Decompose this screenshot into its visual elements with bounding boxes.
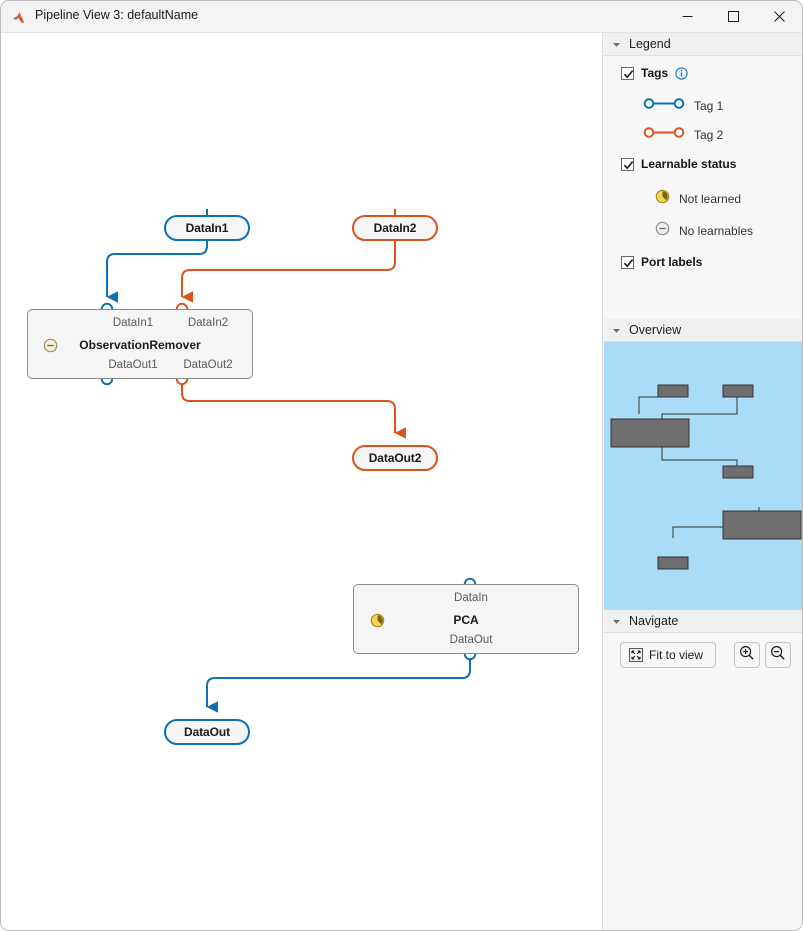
node-dataout-pill[interactable]: DataOut — [164, 719, 250, 745]
chevron-down-icon[interactable] — [612, 40, 621, 49]
port-label-dataout1: DataOut1 — [108, 359, 158, 371]
navigate-body: Fit to view — [603, 633, 802, 693]
chevron-down-icon[interactable] — [612, 617, 621, 626]
not-learned-icon — [655, 189, 670, 209]
edge-pca-to-dataout — [206, 654, 471, 713]
port-label-dataout2: DataOut2 — [183, 359, 233, 371]
legend-body: Tags Tag 1 — [603, 56, 802, 341]
node-datain1-pill[interactable]: DataIn1 — [164, 215, 250, 241]
close-button[interactable] — [756, 1, 802, 32]
not-learned-label: Not learned — [679, 192, 742, 206]
port-label-pca-dataout: DataOut — [449, 634, 493, 646]
node-label: DataIn2 — [373, 221, 417, 235]
node-label: DataOut2 — [368, 451, 422, 465]
zoom-out-button[interactable] — [765, 642, 791, 668]
info-icon[interactable] — [675, 66, 688, 80]
legend-port-labels-checkbox-row[interactable]: Port labels — [621, 255, 702, 269]
fit-to-view-icon — [629, 648, 643, 662]
overview-section-header[interactable]: Overview — [603, 319, 802, 342]
learnable-status-checkbox[interactable] — [621, 157, 634, 171]
node-label: DataIn1 — [185, 221, 229, 235]
minimize-button[interactable] — [664, 1, 710, 32]
maximize-button[interactable] — [710, 1, 756, 32]
pipeline-canvas[interactable]: DataIn1 DataIn2 DataOut2 DataOut DataIn1… — [2, 33, 602, 930]
block-title: ObservationRemover — [79, 338, 201, 352]
port-label-datain2: DataIn2 — [187, 317, 229, 329]
port-label-pca-datain: DataIn — [454, 592, 488, 604]
matlab-icon — [12, 9, 29, 26]
tag-1-swatch-icon — [643, 97, 685, 115]
legend-item-tag-2: Tag 2 — [643, 126, 723, 144]
title-bar: Pipeline View 3: defaultName — [1, 1, 802, 33]
overview-section-title: Overview — [629, 323, 682, 337]
not-learned-icon — [370, 613, 385, 628]
port-labels-label: Port labels — [641, 255, 703, 269]
window-title: Pipeline View 3: defaultName — [35, 8, 199, 22]
legend-item-no-learnables: No learnables — [655, 221, 753, 241]
tag-1-label: Tag 1 — [694, 99, 724, 113]
node-datain2-pill[interactable]: DataIn2 — [352, 215, 438, 241]
tag-2-label: Tag 2 — [694, 128, 724, 142]
zoom-in-icon — [739, 645, 755, 666]
overview-node — [657, 556, 689, 570]
node-observationremover-block[interactable]: DataIn1 DataIn2 ObservationRemover DataO… — [27, 309, 253, 379]
node-label: DataOut — [184, 725, 230, 739]
node-dataout2-pill[interactable]: DataOut2 — [352, 445, 438, 471]
legend-item-tag-1: Tag 1 — [643, 97, 723, 115]
zoom-in-button[interactable] — [734, 642, 760, 668]
pipeline-edges-layer — [100, 209, 477, 713]
edge-observationremover-to-dataout2 — [181, 379, 407, 439]
legend-section-header[interactable]: Legend — [603, 33, 802, 56]
port-label-datain1: DataIn1 — [112, 317, 154, 329]
legend-learnable-status-checkbox-row[interactable]: Learnable status — [621, 157, 736, 171]
overview-node — [657, 384, 689, 398]
legend-tags-checkbox-row[interactable]: Tags — [621, 66, 688, 80]
legend-item-not-learned: Not learned — [655, 189, 741, 209]
edge-datain1-to-observationremover — [106, 209, 208, 303]
no-learnables-label: No learnables — [679, 224, 754, 238]
fit-to-view-label: Fit to view — [649, 648, 704, 662]
overview-node — [722, 384, 754, 398]
no-learnables-icon — [655, 221, 670, 241]
no-learnables-icon — [43, 338, 58, 353]
overview-thumbnail[interactable] — [604, 342, 802, 610]
learnable-status-label: Learnable status — [641, 157, 737, 171]
chevron-down-icon[interactable] — [612, 326, 621, 335]
block-title: PCA — [453, 613, 479, 627]
tags-checkbox[interactable] — [621, 66, 634, 80]
overview-node — [722, 465, 754, 479]
navigate-section-header[interactable]: Navigate — [603, 610, 802, 633]
overview-node — [722, 510, 802, 540]
right-side-panel: Legend Tags — [602, 33, 802, 930]
fit-to-view-button[interactable]: Fit to view — [620, 642, 716, 668]
node-pca-block[interactable]: DataIn PCA DataOut — [353, 584, 579, 654]
navigate-section-title: Navigate — [629, 614, 679, 628]
edge-datain2-to-observationremover — [181, 209, 396, 303]
tags-label: Tags — [641, 66, 669, 80]
zoom-out-icon — [770, 645, 786, 666]
tag-2-swatch-icon — [643, 126, 685, 144]
legend-section-title: Legend — [629, 37, 671, 51]
port-labels-checkbox[interactable] — [621, 255, 634, 269]
overview-node — [610, 418, 690, 448]
